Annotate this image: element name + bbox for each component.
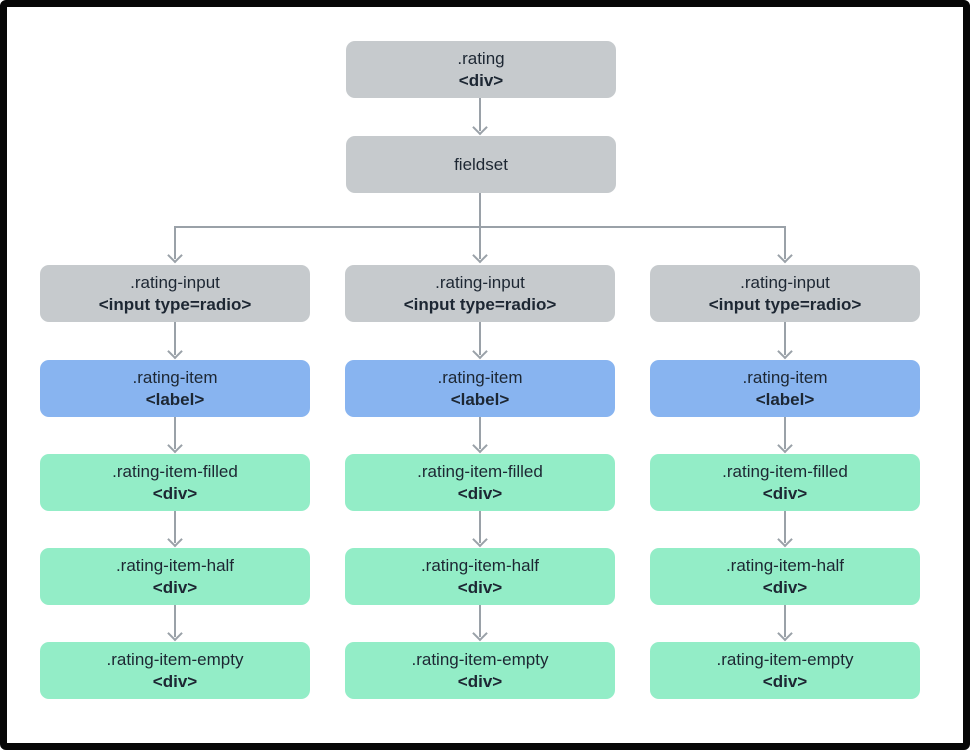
node-selector: .rating-item-filled: [722, 461, 848, 481]
node-tag: <div>: [457, 671, 503, 691]
node-rating-item-filled: .rating-item-filled <div>: [345, 454, 615, 511]
node-tag: <div>: [762, 577, 808, 597]
node-rating-item-empty: .rating-item-empty <div>: [40, 642, 310, 699]
node-rating-item: .rating-item <label>: [650, 360, 920, 417]
node-rating-item: .rating-item <label>: [345, 360, 615, 417]
node-selector: .rating-item: [437, 367, 523, 387]
node-tag: <input type=radio>: [708, 294, 862, 314]
branch-stem-line: [479, 193, 481, 227]
arrow: [479, 322, 481, 355]
node-selector: .rating-item-empty: [411, 649, 549, 669]
node-tag: <input type=radio>: [98, 294, 252, 314]
node-rating-item: .rating-item <label>: [40, 360, 310, 417]
node-selector: .rating-input: [740, 272, 830, 292]
node-rating-input: .rating-input <input type=radio>: [345, 265, 615, 322]
arrow: [174, 605, 176, 637]
arrow: [784, 322, 786, 355]
node-tag: <div>: [762, 671, 808, 691]
node-selector: .rating-item-empty: [716, 649, 854, 669]
arrow: [174, 322, 176, 355]
node-rating-item-half: .rating-item-half <div>: [40, 548, 310, 605]
node-rating-item-empty: .rating-item-empty <div>: [650, 642, 920, 699]
node-selector: fieldset: [454, 154, 508, 174]
node-tag: <input type=radio>: [403, 294, 557, 314]
node-selector: .rating: [457, 48, 505, 68]
node-tag: <label>: [145, 389, 205, 409]
node-tag: <div>: [457, 577, 503, 597]
node-selector: .rating-item-filled: [417, 461, 543, 481]
node-selector: .rating-item: [742, 367, 828, 387]
arrow: [479, 417, 481, 449]
node-selector: .rating-input: [130, 272, 220, 292]
node-selector: .rating-item-half: [420, 555, 540, 575]
arrow: [479, 511, 481, 543]
node-rating-item-half: .rating-item-half <div>: [650, 548, 920, 605]
node-selector: .rating-item-filled: [112, 461, 238, 481]
node-selector: .rating-input: [435, 272, 525, 292]
node-rating-item-filled: .rating-item-filled <div>: [650, 454, 920, 511]
arrow: [784, 605, 786, 637]
node-tag: <div>: [152, 671, 198, 691]
node-selector: .rating-item-empty: [106, 649, 244, 669]
node-tag: <label>: [450, 389, 510, 409]
node-selector: .rating-item: [132, 367, 218, 387]
node-selector: .rating-item-half: [115, 555, 235, 575]
branch-arrow-left: [174, 227, 176, 259]
arrow: [784, 511, 786, 543]
node-rating-item-empty: .rating-item-empty <div>: [345, 642, 615, 699]
node-selector: .rating-item-half: [725, 555, 845, 575]
branch-arrow-middle: [479, 227, 481, 259]
node-tag: <div>: [457, 483, 503, 503]
node-rating-item-half: .rating-item-half <div>: [345, 548, 615, 605]
arrow: [784, 417, 786, 449]
node-tag: <div>: [762, 483, 808, 503]
arrow: [479, 605, 481, 637]
arrow: [174, 511, 176, 543]
node-rating-input: .rating-input <input type=radio>: [650, 265, 920, 322]
node-rating-item-filled: .rating-item-filled <div>: [40, 454, 310, 511]
arrow-root-to-fieldset: [479, 98, 481, 131]
node-tag: <div>: [152, 577, 198, 597]
node-tag: <div>: [152, 483, 198, 503]
node-fieldset: fieldset: [346, 136, 616, 193]
node-tag: <div>: [458, 70, 504, 90]
arrow: [174, 417, 176, 449]
node-rating: .rating <div>: [346, 41, 616, 98]
branch-arrow-right: [784, 227, 786, 259]
node-rating-input: .rating-input <input type=radio>: [40, 265, 310, 322]
node-tag: <label>: [755, 389, 815, 409]
